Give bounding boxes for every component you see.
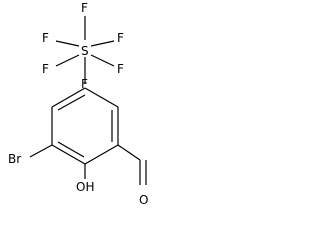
- molecule-diagram: F F F S F F F Br OH O: [8, 1, 148, 207]
- ring-bond-1: [84, 87, 119, 108]
- substituent-bonds: [29, 144, 147, 185]
- bond-s-f-upper-left: [55, 40, 80, 47]
- ring-bond-6: [51, 87, 86, 108]
- atom-f-lower-left: F: [42, 62, 49, 76]
- atom-f-lower-right: F: [117, 62, 124, 76]
- atom-f-top: F: [81, 1, 88, 15]
- atom-oh: OH: [76, 180, 94, 194]
- atom-f-upper-left: F: [42, 31, 49, 45]
- atom-f-bottom: F: [81, 77, 88, 91]
- atom-br: Br: [8, 152, 21, 166]
- ring-bond-4: [51, 144, 86, 165]
- ring-bond-3: [84, 144, 119, 165]
- bond-ring-cho: [117, 144, 141, 161]
- ring-bond-4-inner: [57, 141, 85, 158]
- benzene-ring: [51, 87, 119, 165]
- ring-bond-6-inner: [57, 94, 86, 111]
- bond-ring-br: [29, 144, 53, 158]
- chemical-structure-canvas: F F F S F F F Br OH O: [0, 0, 158, 217]
- bond-s-f-lower-right: [90, 54, 115, 67]
- sf5-bonds: [55, 16, 115, 84]
- atom-o-aldehyde: O: [139, 193, 148, 207]
- atom-s: S: [81, 44, 89, 58]
- atom-f-upper-right: F: [117, 31, 124, 45]
- atom-labels: F F F S F F F Br OH O: [8, 1, 148, 207]
- bond-s-f-upper-right: [90, 40, 115, 47]
- bond-s-f-lower-left: [55, 54, 80, 67]
